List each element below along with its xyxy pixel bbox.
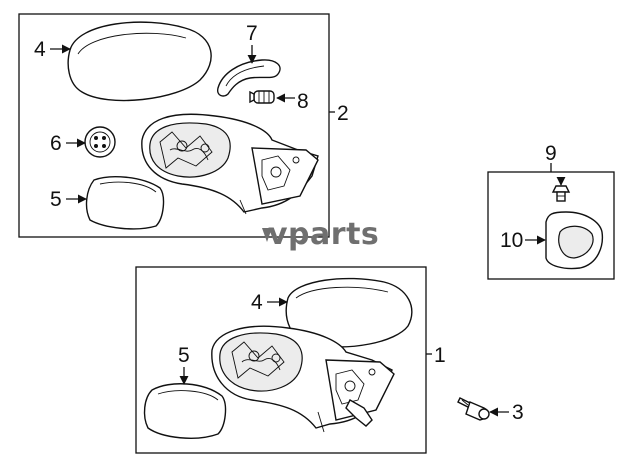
watermark-logo: vparts (262, 217, 379, 252)
upper-mirror-cover (67, 21, 212, 102)
callout-bolt: 3 (512, 401, 524, 424)
lower-mirror-glass (143, 383, 227, 439)
callout-lower-glass: 5 (178, 344, 190, 367)
side-clip (551, 185, 571, 202)
callout-side-cover: 10 (500, 229, 523, 252)
callout-upper-motor: 6 (50, 132, 62, 155)
lower-mirror-housing (211, 325, 395, 433)
svg-text:vparts: vparts (268, 217, 379, 252)
callout-upper-glass: 5 (50, 188, 62, 211)
mounting-bolt (457, 397, 490, 421)
callout-upper-lamp: 8 (297, 90, 309, 113)
callout-side-kit: 9 (545, 142, 557, 165)
callout-lower-cover: 4 (251, 291, 263, 314)
callout-lower-assembly: 1 (434, 344, 446, 367)
upper-mirror-motor (84, 126, 116, 158)
callout-upper-cover: 4 (34, 38, 46, 61)
upper-turn-lamp (249, 90, 275, 104)
upper-group-box (18, 13, 330, 238)
upper-mirror-housing (141, 113, 319, 215)
lower-group-box (135, 266, 427, 454)
upper-mirror-glass (85, 176, 165, 230)
side-cover (545, 211, 604, 270)
callout-upper-assembly: 2 (337, 102, 349, 125)
callout-upper-garnish: 7 (246, 22, 258, 45)
